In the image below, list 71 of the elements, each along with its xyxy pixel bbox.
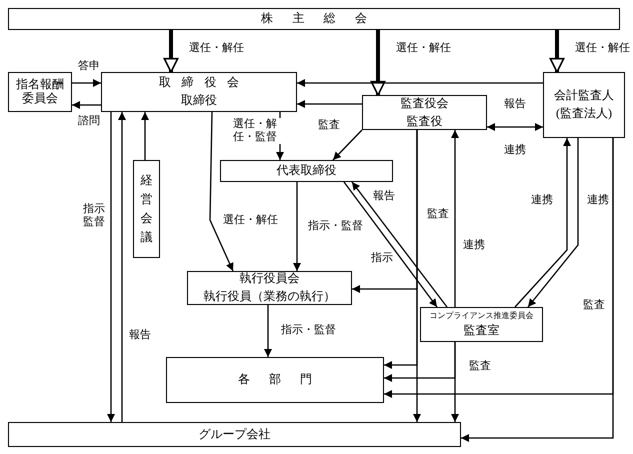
edge-label: 諮問 bbox=[77, 115, 101, 128]
edge-label: 監査 bbox=[317, 119, 341, 132]
org-box bbox=[8, 422, 461, 447]
arrow bbox=[72, 79, 101, 87]
edge-label: 選任・解任 bbox=[188, 42, 245, 56]
arrow bbox=[293, 182, 301, 271]
arrow bbox=[413, 130, 421, 422]
edge-label: 報告 bbox=[503, 98, 527, 112]
edge-label: 監査 bbox=[426, 208, 450, 222]
arrow bbox=[514, 138, 571, 308]
edge-label: 報告 bbox=[128, 329, 152, 342]
edge-label: 選任・解任 bbox=[574, 42, 631, 56]
org-box bbox=[166, 357, 384, 403]
box-title: 会計監査人 bbox=[554, 89, 614, 103]
arrow bbox=[351, 182, 448, 308]
org-box bbox=[543, 72, 625, 138]
org-box bbox=[420, 307, 543, 342]
box-title: グループ会社 bbox=[198, 428, 270, 442]
box-title: 取締役会 bbox=[158, 76, 250, 90]
arrow bbox=[528, 138, 579, 308]
edge-label: 選任・解任 bbox=[395, 42, 452, 56]
hollow-arrow bbox=[164, 30, 178, 73]
box-title: 株主総会 bbox=[261, 12, 386, 26]
edge-label: 監査 bbox=[468, 360, 492, 374]
edge-label: 連携 bbox=[586, 194, 610, 208]
arrow bbox=[451, 130, 459, 307]
org-box bbox=[187, 271, 352, 305]
box-subtitle: 監査室 bbox=[464, 324, 500, 338]
arrow bbox=[461, 138, 614, 442]
box-title: 監査役会 bbox=[400, 96, 448, 110]
arrow bbox=[72, 101, 101, 109]
box-title: 各部門 bbox=[238, 373, 332, 387]
box-subtitle: (監査法人) bbox=[556, 107, 612, 121]
edge-label: 答申 bbox=[77, 60, 101, 74]
edge-label: 連携 bbox=[462, 239, 486, 252]
arrow bbox=[343, 182, 438, 308]
box-subtitle: 監査役 bbox=[406, 114, 442, 128]
arrow bbox=[118, 112, 126, 422]
hollow-arrow bbox=[370, 30, 386, 96]
note-label: 連携 bbox=[503, 144, 527, 158]
box-title: 指名報酬委員会 bbox=[15, 78, 65, 106]
edge-label: 指示・監督 bbox=[280, 324, 337, 338]
edge-label: 連携 bbox=[530, 194, 554, 208]
arrow bbox=[264, 305, 272, 357]
arrow bbox=[107, 112, 115, 422]
arrow bbox=[487, 123, 543, 131]
box-title: 代表取締役 bbox=[276, 164, 336, 178]
box-title: コンプライアンス推進委員会 bbox=[430, 311, 534, 320]
box-title: 経営会議 bbox=[140, 172, 152, 246]
arrow bbox=[297, 79, 543, 87]
org-box bbox=[362, 95, 487, 130]
org-box bbox=[101, 72, 297, 112]
arrow bbox=[332, 130, 362, 160]
box-title: 執行役員会 bbox=[240, 272, 300, 286]
org-box bbox=[8, 8, 620, 30]
arrow bbox=[209, 112, 234, 272]
box-subtitle: 執行役員（業務の執行） bbox=[204, 290, 336, 304]
org-box bbox=[220, 160, 393, 182]
arrow bbox=[451, 342, 459, 422]
hollow-arrow bbox=[550, 30, 564, 73]
arrow bbox=[141, 112, 149, 160]
org-box bbox=[8, 72, 72, 112]
edge-label: 指示・監督 bbox=[307, 220, 364, 234]
edge-label: 指示 bbox=[370, 252, 394, 266]
edge-label: 報告 bbox=[372, 190, 396, 204]
org-box bbox=[133, 160, 160, 258]
edge-label: 監査 bbox=[582, 299, 606, 312]
edge-label: 選任・解任 bbox=[222, 214, 279, 228]
arrow bbox=[297, 100, 362, 108]
edge-label: 指示監督 bbox=[81, 203, 107, 230]
box-subtitle: 取締役 bbox=[181, 94, 217, 108]
